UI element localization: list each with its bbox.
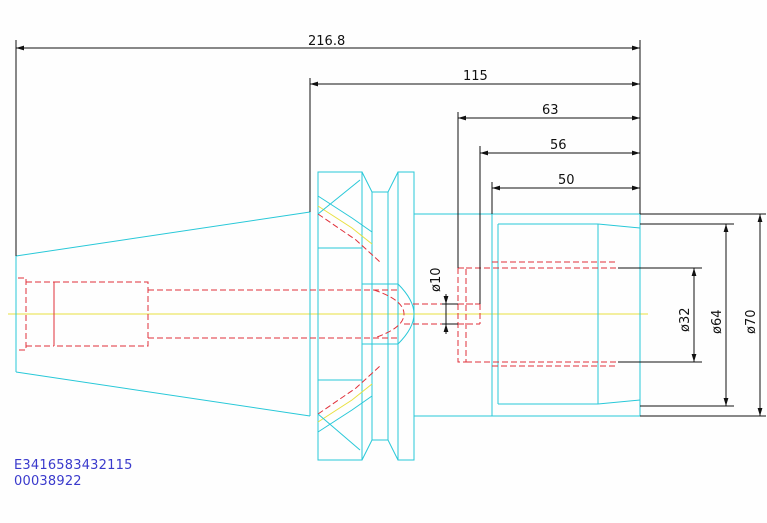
dim-length-63: 63	[542, 103, 559, 118]
outline-geometry	[15, 171, 641, 461]
hidden-geometry	[18, 261, 640, 367]
dimension-lines	[15, 40, 766, 417]
dim-dia-10: ø10	[429, 268, 444, 293]
dim-dia-32: ø32	[678, 308, 693, 333]
flange-chamfer-lines	[317, 179, 381, 451]
drawing-code-line-2: 00038922	[14, 474, 82, 489]
drawing-code-line-1: E3416583432115	[14, 458, 133, 473]
dim-length-50: 50	[558, 173, 575, 188]
dim-length-56: 56	[550, 138, 567, 153]
dim-dia-64: ø64	[710, 310, 725, 335]
dim-overall-length: 216.8	[308, 34, 345, 49]
dim-length-115: 115	[463, 69, 488, 84]
dim-dia-70: ø70	[744, 310, 759, 335]
